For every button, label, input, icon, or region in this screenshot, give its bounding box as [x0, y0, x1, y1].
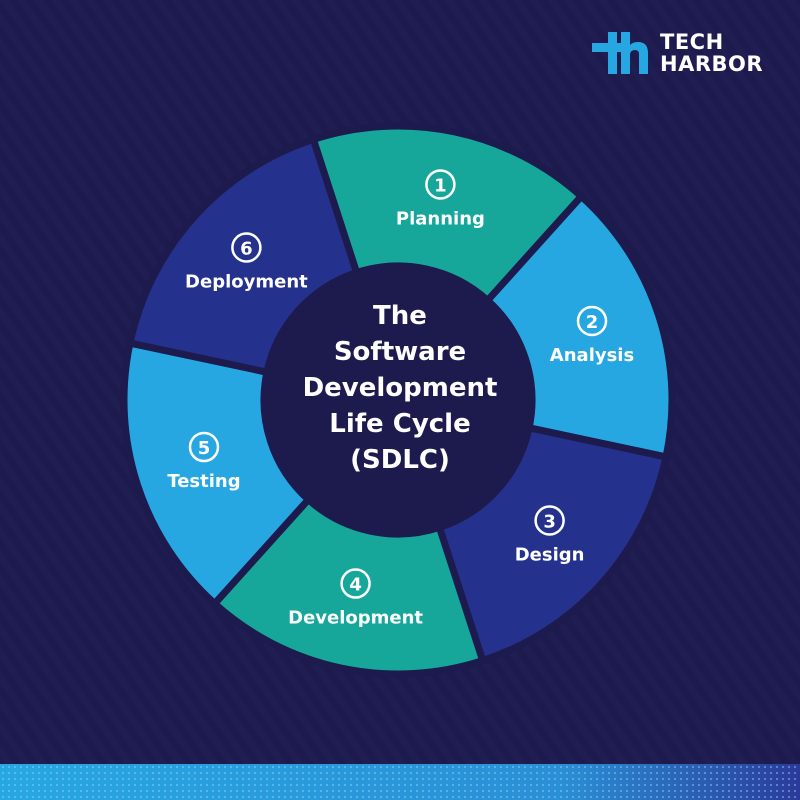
brand-name: TECH HARBOR	[660, 31, 763, 75]
step-number: 2	[586, 312, 599, 333]
segment-testing	[120, 339, 312, 608]
segment-development	[211, 496, 487, 678]
segment-design	[435, 424, 670, 665]
phase-label-development: Development	[288, 608, 423, 629]
brand-line-2: HARBOR	[660, 52, 764, 76]
step-number: 4	[349, 575, 362, 596]
bottom-gradient-band	[0, 764, 800, 800]
brand-line-1: TECH	[660, 30, 724, 54]
segment-planning	[309, 122, 585, 304]
step-number: 6	[240, 238, 253, 259]
phase-label-testing: Testing	[167, 471, 240, 492]
brand-logo: TECH HARBOR	[592, 31, 763, 75]
segment-deployment	[126, 135, 361, 376]
step-number-badge	[576, 305, 608, 337]
title-line-5: (SDLC)	[350, 445, 450, 475]
title-line-1: The	[373, 301, 427, 331]
phase-label-design: Design	[515, 545, 585, 566]
phase-label-deployment: Deployment	[185, 271, 308, 292]
step-number-badge	[231, 232, 262, 263]
step-number: 5	[198, 438, 211, 459]
title-line-2: Software	[333, 337, 467, 367]
title-line-3: Development	[302, 373, 498, 403]
step-number-badge	[188, 431, 220, 463]
step-number-badge	[425, 169, 456, 200]
step-number: 1	[434, 175, 447, 196]
step-number-badge	[534, 505, 565, 536]
phase-label-analysis: Analysis	[550, 345, 634, 366]
tech-harbor-logo-icon	[592, 32, 648, 74]
center-disc	[267, 269, 529, 531]
diagram-title: The Software Development Life Cycle (SDL…	[250, 298, 550, 478]
step-number-badge	[340, 568, 371, 599]
step-number: 3	[543, 512, 556, 533]
phase-label-planning: Planning	[396, 208, 485, 229]
title-line-4: Life Cycle	[329, 409, 471, 439]
